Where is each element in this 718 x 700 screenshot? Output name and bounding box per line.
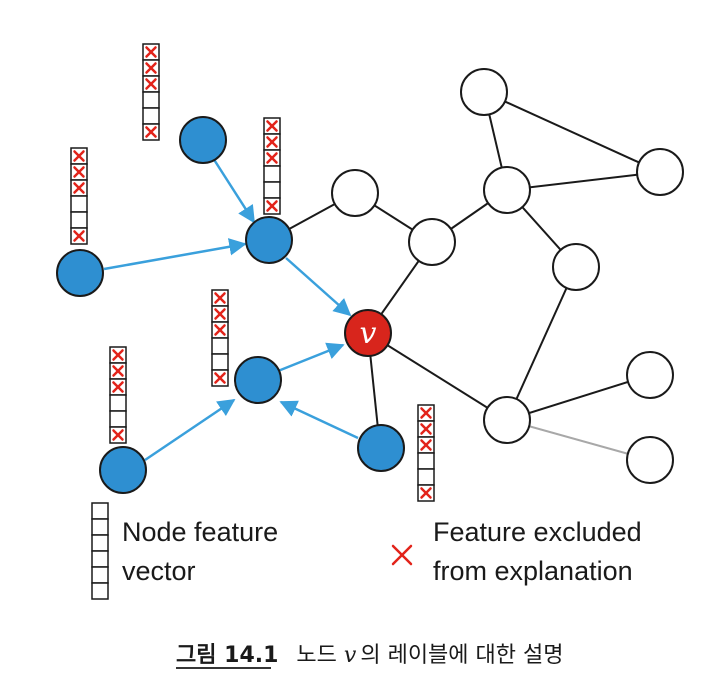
edge-weak — [506, 419, 651, 461]
graph-node — [331, 169, 379, 217]
excluded-feature-x-icon — [266, 152, 278, 164]
excluded-feature-x-icon — [266, 136, 278, 148]
feature-cell — [70, 195, 88, 213]
feature-vector — [211, 289, 229, 387]
excluded-feature-x-icon — [112, 429, 124, 441]
graph-node — [552, 243, 600, 291]
feature-cell — [91, 582, 109, 600]
excluded-feature-x-icon — [214, 308, 226, 320]
caption-text-after: 의 레이블에 대한 설명 — [360, 643, 563, 668]
excluded-feature-x-icon — [73, 182, 85, 194]
excluded-feature-x-icon — [214, 372, 226, 384]
graph-node — [483, 166, 531, 214]
edge — [506, 171, 661, 191]
edge — [506, 374, 651, 421]
feature-cell — [91, 502, 109, 520]
feature-vector-icon — [91, 502, 109, 600]
graph-node — [408, 218, 456, 266]
arrow-edge — [103, 238, 247, 271]
caption-figure-label: 그림 14.1 — [176, 643, 278, 668]
excluded-feature-x-icon — [73, 230, 85, 242]
neighbor-node — [99, 446, 147, 494]
feature-cell — [109, 394, 127, 412]
feature-cell — [417, 452, 435, 470]
legend-vector-label-line2: vector — [122, 556, 196, 586]
neighbor-node — [357, 424, 405, 472]
feature-cell — [91, 534, 109, 552]
edge — [367, 332, 508, 421]
feature-vector — [142, 43, 160, 141]
feature-cell — [211, 353, 229, 371]
excluded-feature-x-icon — [112, 349, 124, 361]
excluded-feature-x-icon — [145, 62, 157, 74]
legend-vector-label-line1: Node feature — [122, 517, 278, 547]
feature-vector — [109, 346, 127, 444]
excluded-feature-x-icon — [145, 46, 157, 58]
feature-cell — [142, 91, 160, 109]
graph-node — [626, 436, 674, 484]
feature-cell — [263, 165, 281, 183]
excluded-feature-x-icon — [420, 423, 432, 435]
arrow-edge — [211, 157, 256, 224]
target-node: v — [344, 309, 392, 357]
legend-excluded-label-line1: Feature excluded — [433, 517, 642, 547]
excluded-feature-x-icon — [391, 544, 413, 566]
feature-vector-icon-cells — [91, 502, 109, 600]
edge — [483, 91, 661, 173]
excluded-feature-x-icon — [73, 166, 85, 178]
neighbor-nodes — [56, 116, 405, 494]
feature-vector — [263, 117, 281, 215]
graph-node — [460, 68, 508, 116]
feature-cell — [263, 181, 281, 199]
caption-text-before: 노드 — [296, 643, 343, 668]
excluded-feature-x-icon — [112, 365, 124, 377]
feature-cell — [91, 518, 109, 536]
excluded-feature-x-icon — [145, 126, 157, 138]
legend-excluded-label-line2: from explanation — [433, 556, 633, 586]
caption: 그림 14.1 노드 v 의 레이블에 대한 설명 — [176, 643, 563, 668]
feature-cell — [109, 410, 127, 428]
arrow-edge — [144, 398, 236, 462]
arrow-edge — [279, 400, 359, 440]
feature-cell — [417, 468, 435, 486]
graph-node — [483, 396, 531, 444]
feature-vector — [70, 147, 88, 245]
caption-variable: v — [344, 643, 357, 668]
arrow-edge — [277, 342, 345, 373]
neighbor-node — [179, 116, 227, 164]
feature-cell — [142, 107, 160, 125]
excluded-feature-x-icon — [266, 200, 278, 212]
message-arrows — [103, 157, 359, 462]
target-node-circle — [344, 309, 392, 357]
excluded-feature-x-icon — [145, 78, 157, 90]
excluded-feature-x-icon — [266, 120, 278, 132]
feature-cell — [91, 566, 109, 584]
excluded-feature-x-icon — [214, 292, 226, 304]
excluded-feature-x-icon — [420, 407, 432, 419]
graph-edges — [268, 91, 661, 461]
feature-cell — [91, 550, 109, 568]
excluded-feature-x-icon — [112, 381, 124, 393]
figure-caption: 그림 14.1 노드 v 의 레이블에 대한 설명 — [176, 643, 563, 669]
graph-node — [626, 351, 674, 399]
feature-vector — [417, 404, 435, 502]
neighbor-node — [56, 249, 104, 297]
graph-node — [636, 148, 684, 196]
neighbor-node — [234, 356, 282, 404]
feature-vectors — [70, 43, 435, 502]
graph-nodes — [331, 68, 684, 484]
feature-cell — [211, 337, 229, 355]
neighbor-node — [245, 216, 293, 264]
excluded-feature-x-icon — [420, 439, 432, 451]
excluded-feature-x-icon — [214, 324, 226, 336]
edge — [506, 266, 577, 421]
arrow-edge — [285, 257, 352, 317]
legend: Node feature vector Feature excluded fro… — [91, 502, 642, 600]
feature-cell — [70, 211, 88, 229]
excluded-feature-x-icon — [73, 150, 85, 162]
excluded-feature-x-icon — [420, 487, 432, 499]
target-node-label: v — [360, 316, 377, 351]
